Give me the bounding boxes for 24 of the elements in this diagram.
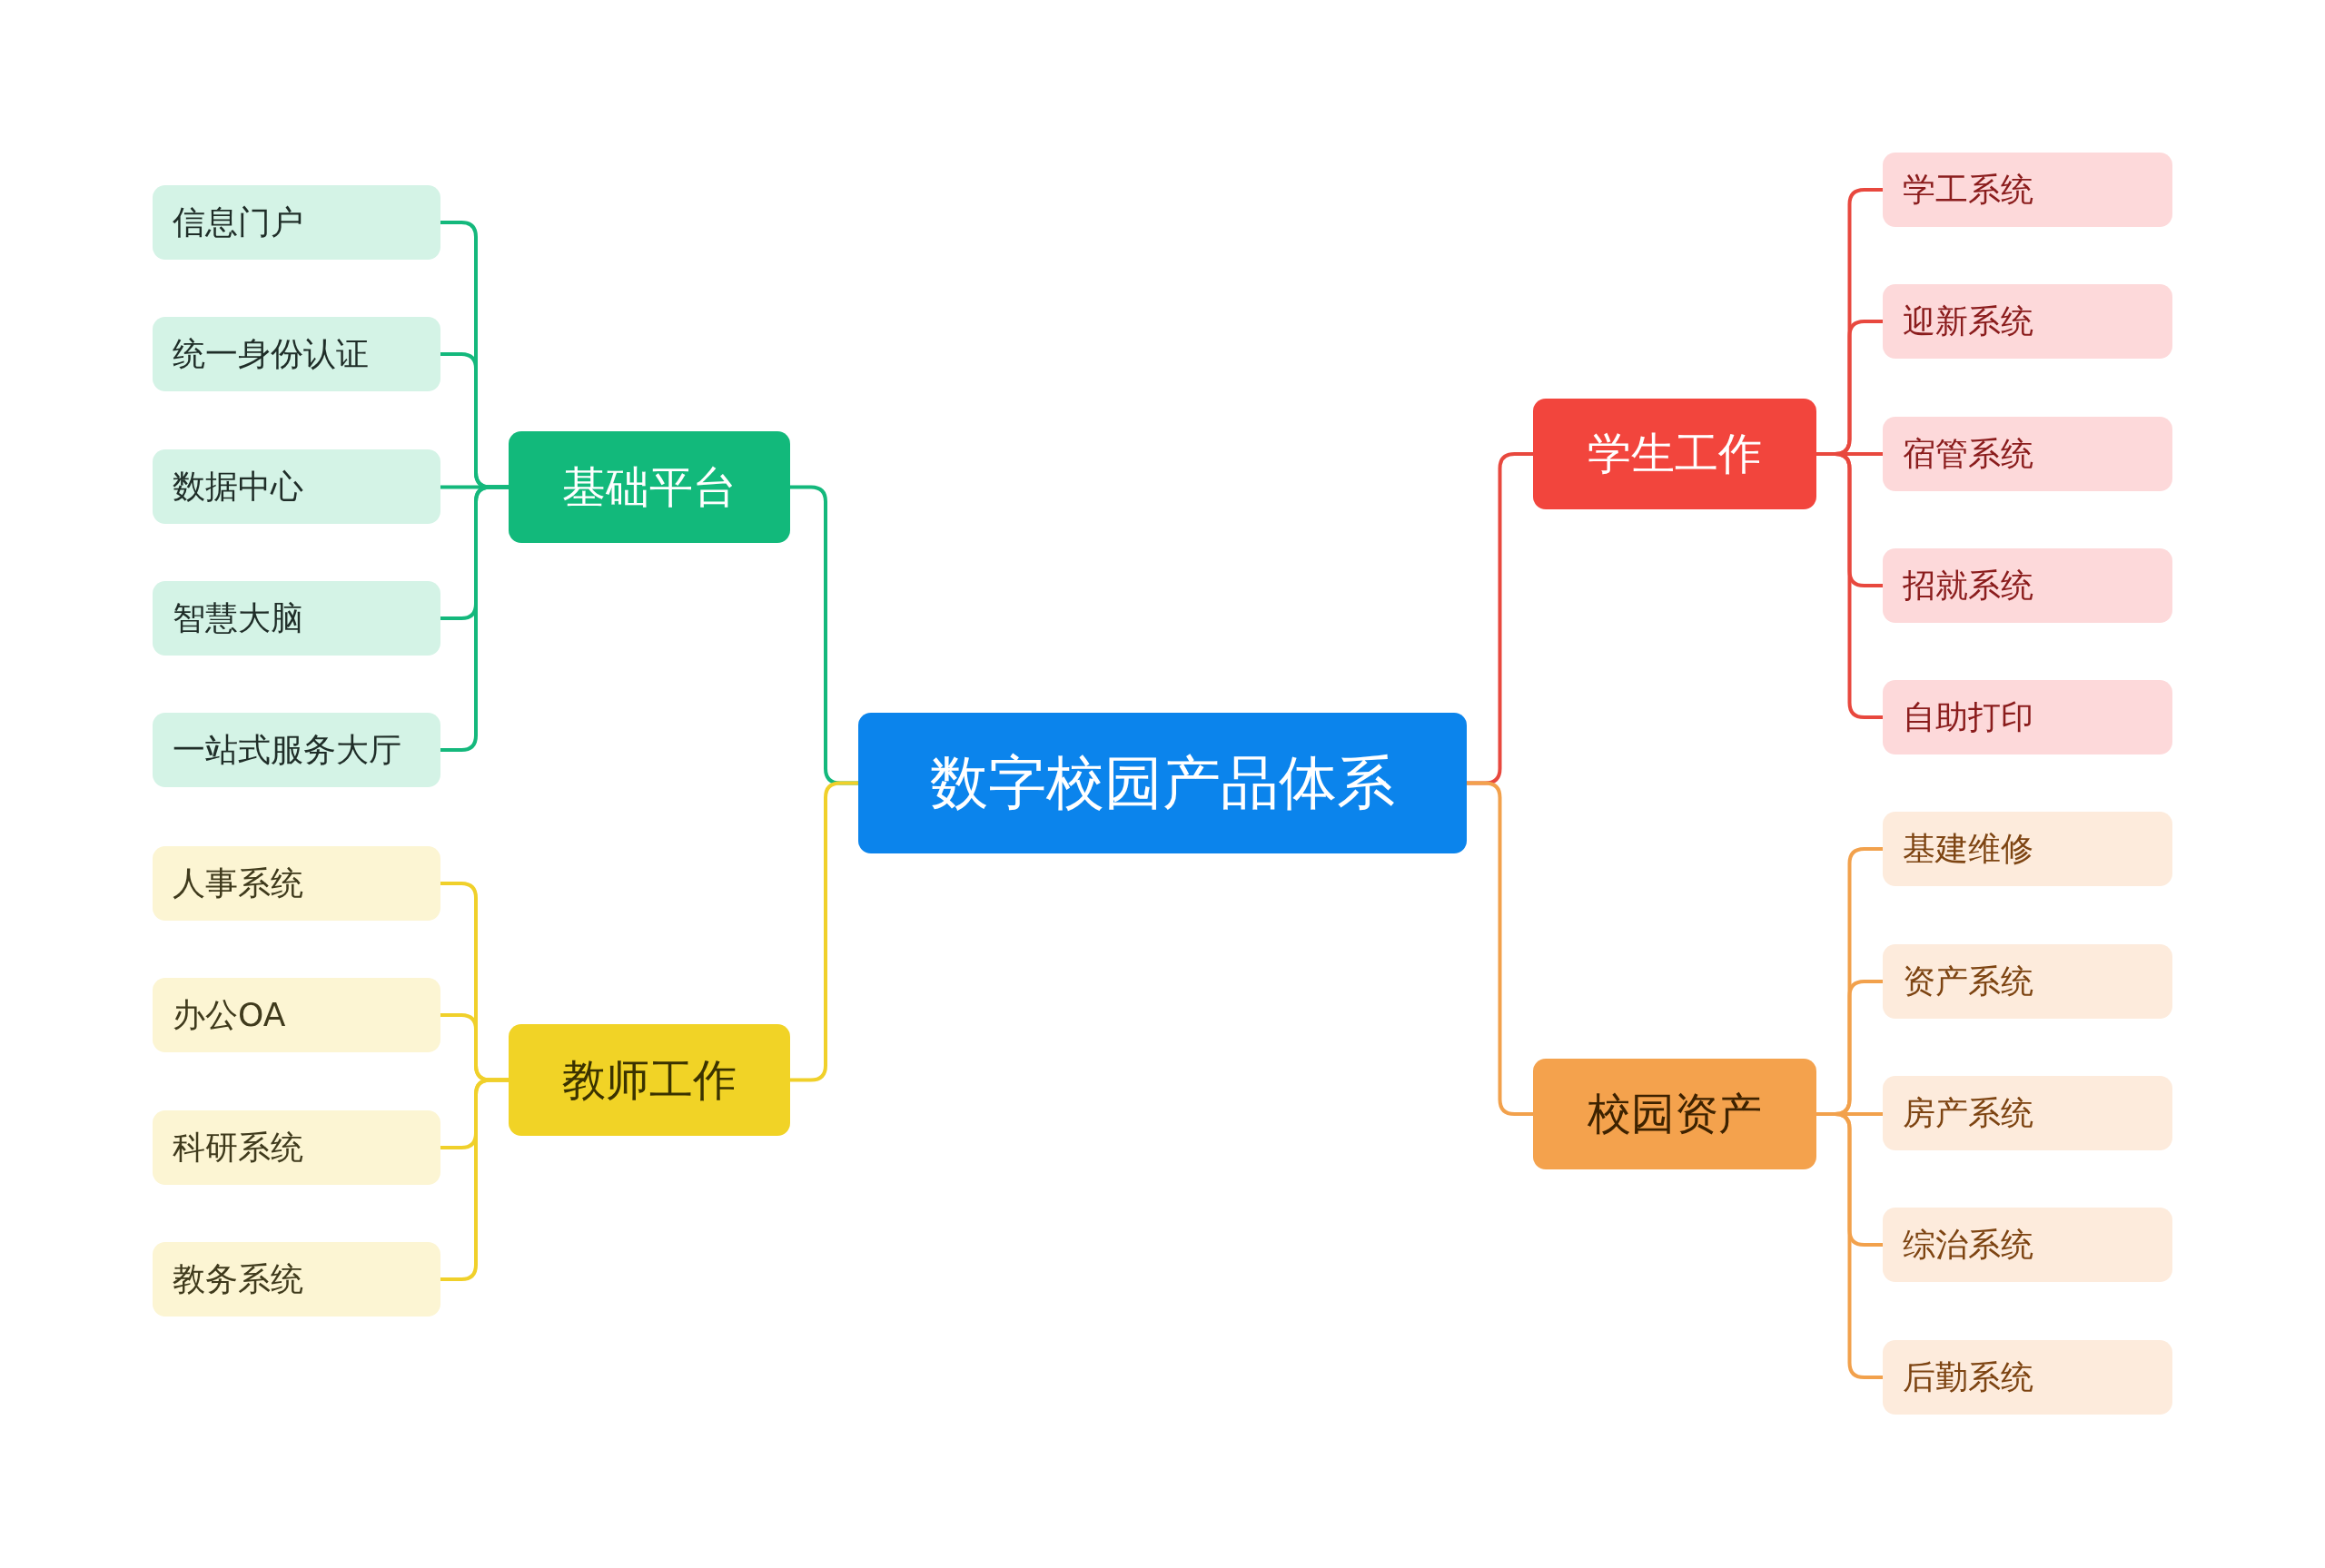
subtopic-box: 迎新系统 <box>1883 284 2172 359</box>
subtopic-box: 基建维修 <box>1883 812 2172 886</box>
subtopic-box: 智慧大脑 <box>153 581 440 656</box>
subtopic-box: 宿管系统 <box>1883 417 2172 491</box>
topic-box: 基础平台 <box>509 431 790 543</box>
subtopic-box: 办公OA <box>153 978 440 1052</box>
subtopic-box: 房产系统 <box>1883 1076 2172 1150</box>
subtopic-box: 自助打印 <box>1883 680 2172 754</box>
topic-box: 学生工作 <box>1533 399 1816 509</box>
subtopic-box: 招就系统 <box>1883 548 2172 623</box>
subtopic-box: 统一身份认证 <box>153 317 440 391</box>
subtopic-box: 人事系统 <box>153 846 440 921</box>
topic-box: 教师工作 <box>509 1024 790 1136</box>
subtopic-box: 一站式服务大厅 <box>153 713 440 787</box>
subtopic-box: 后勤系统 <box>1883 1340 2172 1415</box>
subtopic-box: 资产系统 <box>1883 944 2172 1019</box>
subtopic-box: 信息门户 <box>153 185 440 260</box>
subtopic-box: 学工系统 <box>1883 153 2172 227</box>
subtopic-box: 数据中心 <box>153 449 440 524</box>
subtopic-box: 科研系统 <box>153 1110 440 1185</box>
subtopic-box: 教务系统 <box>153 1242 440 1317</box>
topic-box: 校园资产 <box>1533 1059 1816 1169</box>
subtopic-box: 综治系统 <box>1883 1208 2172 1282</box>
central-topic-box: 数字校园产品体系 <box>858 713 1467 853</box>
